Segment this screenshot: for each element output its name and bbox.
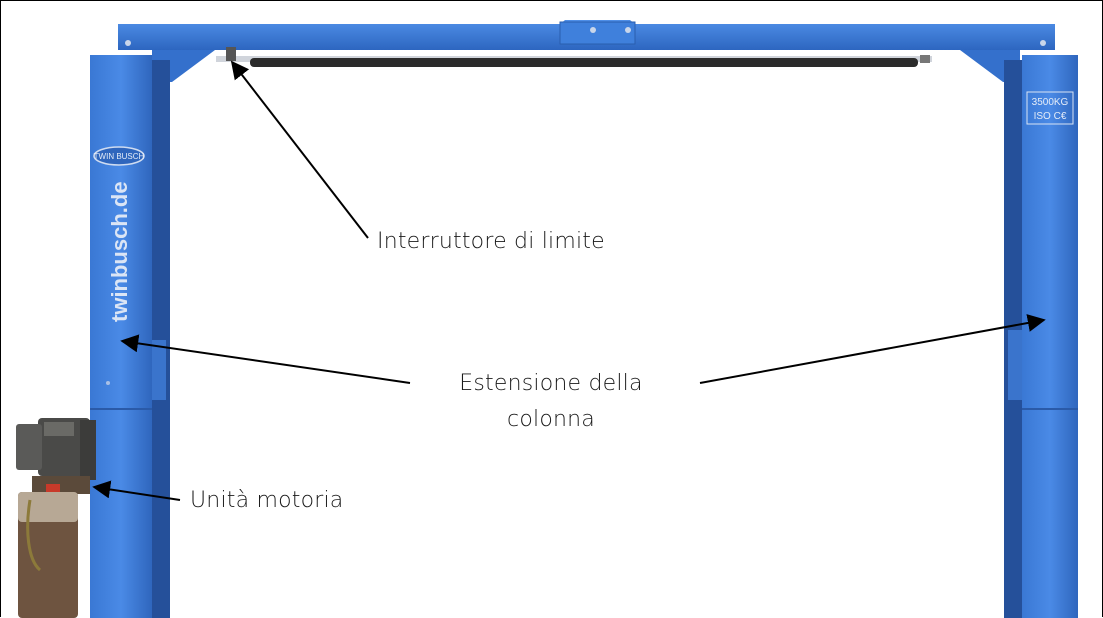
motor-unit [16,418,96,618]
logo-text: TWIN BUSCH [94,152,145,161]
column-extension-label: Estensione della colonna [459,371,643,432]
capacity-plate-line2: ISO C€ [1034,111,1067,122]
arrow-limit-switch [230,60,369,239]
top-crossbeam [118,20,1055,82]
limit-switch-label: Interruttore di limite [377,229,605,254]
annotation-arrows [92,60,1046,501]
right-column: 3500KG ISO C€ [1004,55,1078,618]
arrow-column-extension-right [699,314,1046,384]
brand-text: twinbusch.de [107,181,132,322]
left-column: TWIN BUSCH twinbusch.de [90,55,170,618]
capacity-plate-line1: 3500KG [1032,97,1069,108]
motor-unit-label: Unità motoria [190,488,344,513]
limit-switch-rod [216,47,932,67]
arrow-column-extension-left [120,334,411,384]
arrow-motor-unit [92,480,181,501]
